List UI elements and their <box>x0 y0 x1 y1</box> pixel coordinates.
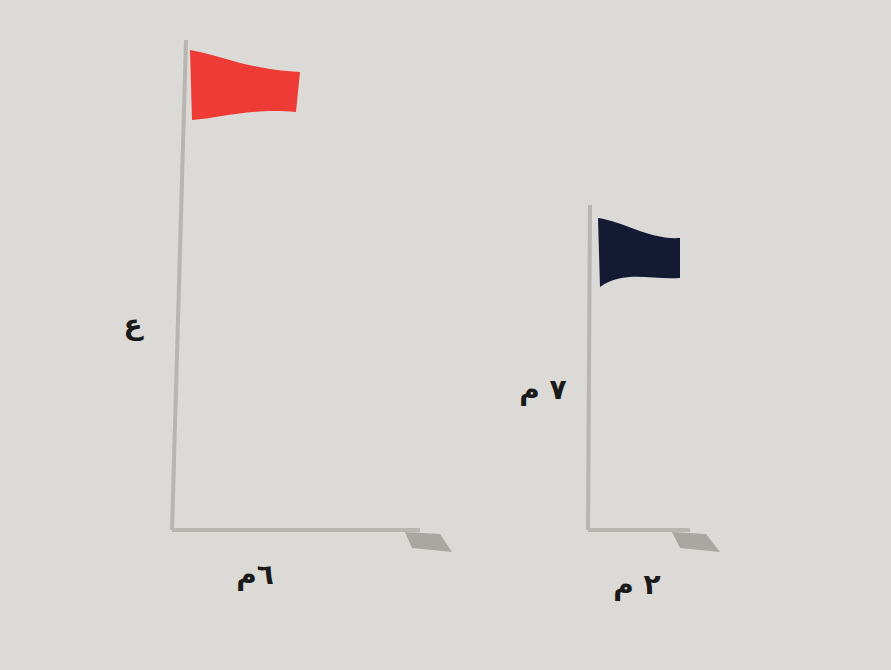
navy-flag <box>598 218 680 287</box>
tall-shadow-line <box>172 528 420 532</box>
short-shadow-tip <box>672 532 720 552</box>
tall-shadow-tip <box>405 532 452 552</box>
red-flag <box>190 50 300 120</box>
shadow-dimension: ٢ م <box>613 570 660 601</box>
height-dimension: ٧ م <box>519 375 566 406</box>
short-shadow-line <box>588 528 690 532</box>
tall-pole <box>172 40 186 530</box>
short-pole <box>588 205 590 530</box>
height-unknown: ع <box>123 310 142 341</box>
shadow-dimension: ٦م <box>236 560 274 591</box>
